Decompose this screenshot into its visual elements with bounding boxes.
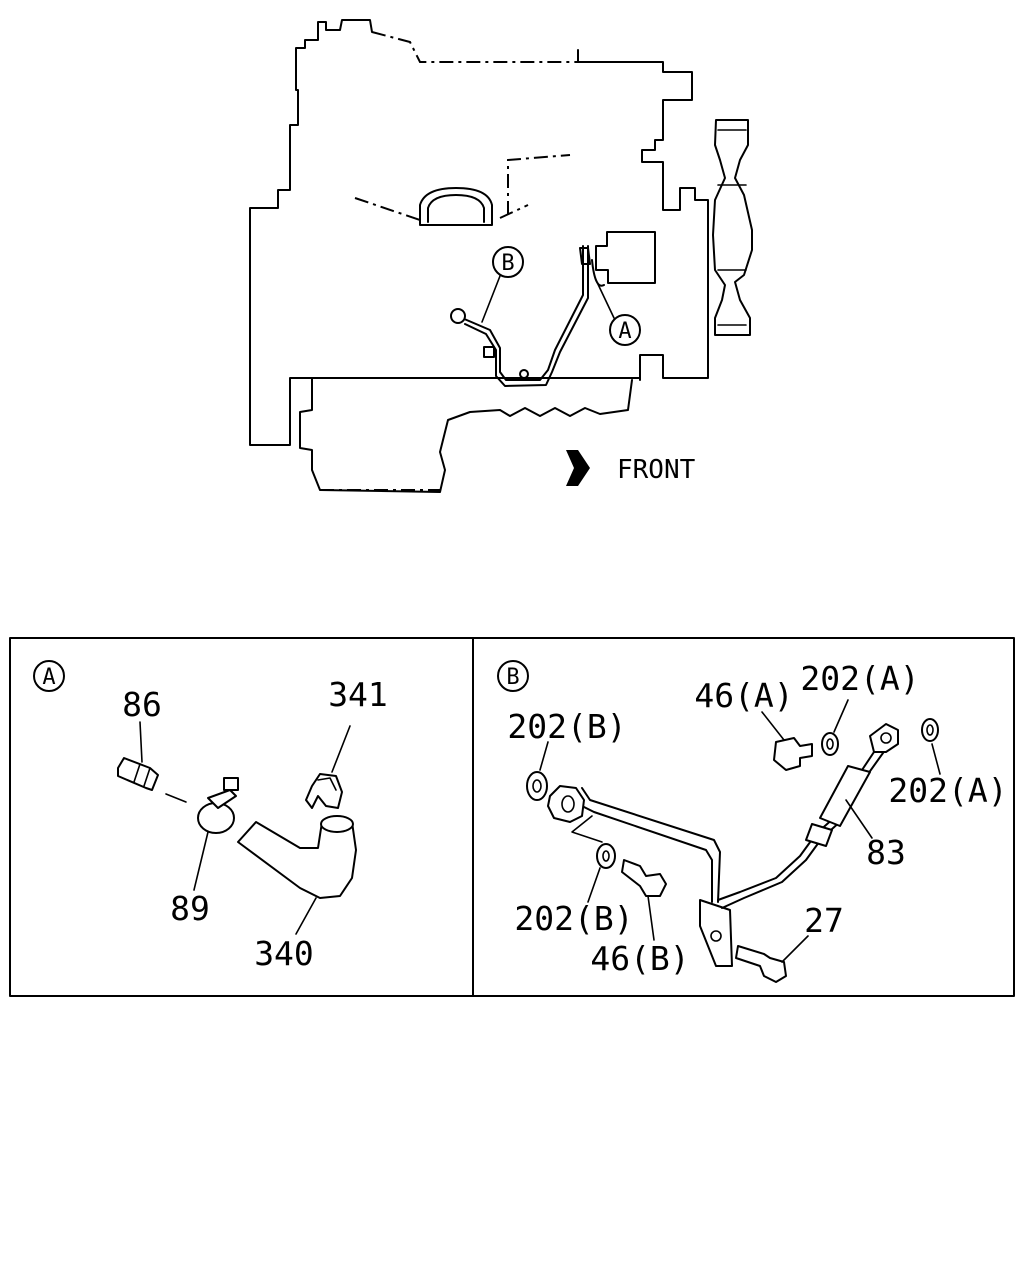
part-83-label: 83 <box>866 833 906 872</box>
part-202a-washer-right-hole <box>926 724 934 736</box>
part-340-hose-end <box>320 815 354 833</box>
part-89-label: 89 <box>170 889 210 928</box>
part-83-return-pipe <box>581 787 721 903</box>
part-83-banjo-hole <box>561 795 575 813</box>
panel-a-marker: A <box>42 665 55 690</box>
part-202b-washer-lower-hole <box>602 850 610 862</box>
cover-hidden-left <box>354 197 421 221</box>
oil-pan <box>299 377 633 493</box>
part-202a-washer-mid-hole <box>826 738 834 750</box>
part-202b-upper-label: 202(B) <box>507 707 626 746</box>
manifold-hidden <box>507 154 571 215</box>
part-341-detail <box>317 777 337 791</box>
oil-return-pipe <box>464 245 589 387</box>
eye-fitting <box>450 308 466 324</box>
valve-cover-arch <box>419 187 493 226</box>
part-83-sleeve <box>805 823 833 847</box>
callout-b-label: B <box>501 251 514 276</box>
part-89-clamp-ear <box>207 789 237 809</box>
part-86-fitting <box>117 757 159 791</box>
part-202b-lower-label: 202(B) <box>514 899 633 938</box>
hose-centerline <box>165 793 187 803</box>
panel-a: A 86 89 341 340 <box>33 660 388 973</box>
part-27-label: 27 <box>804 901 844 940</box>
cooling-fan <box>712 119 753 336</box>
part-202b-upper-leader <box>539 741 549 771</box>
part-89-clamp-screw <box>223 777 239 791</box>
part-202b-washer-upper-hole <box>532 779 542 793</box>
part-340-leader <box>295 897 317 935</box>
part-202a-washer-right <box>921 718 939 742</box>
part-46b-leader <box>647 895 655 941</box>
engine-block-outline <box>249 19 709 446</box>
part-202b-washer-lower <box>596 843 616 869</box>
part-202b-washer-upper <box>526 771 548 801</box>
panel-a-marker-circle <box>33 660 65 692</box>
callout-b-circle <box>492 246 524 278</box>
part-83-leader <box>845 799 873 839</box>
part-46a-bolt <box>773 737 813 771</box>
part-83-eye-hole <box>880 732 892 744</box>
part-340-hose <box>237 821 357 899</box>
engine-hidden-top <box>371 31 578 63</box>
panel-b-marker-circle <box>497 660 529 692</box>
turbocharger-outline <box>595 231 656 284</box>
front-arrow-icon <box>566 450 590 486</box>
part-202a-mid-label: 202(A) <box>800 659 919 698</box>
part-83-bracket <box>699 899 733 967</box>
part-202b-lower-leader <box>587 867 601 903</box>
oil-feed-pipe <box>461 245 584 381</box>
callout-b-leader <box>481 275 501 323</box>
panel-b-marker: B <box>506 665 519 690</box>
fan-blade-lines <box>717 129 747 326</box>
callout-a-label: A <box>618 319 631 344</box>
part-202b-zigzag <box>571 815 603 843</box>
part-340-label: 340 <box>254 934 314 973</box>
part-89-leader <box>193 831 209 891</box>
detail-panels-frame <box>9 637 1015 997</box>
part-86-leader <box>139 721 143 763</box>
part-202a-washer-mid <box>821 732 839 756</box>
cover-hidden-right <box>499 204 529 219</box>
part-86-detail <box>133 763 151 787</box>
part-341-leader <box>331 725 351 773</box>
mount-bracket <box>483 346 495 358</box>
part-202a-right-label: 202(A) <box>888 771 1007 810</box>
panel-b: B 202(B) 46(A) 202(A) 202(A) 83 <box>497 659 1008 983</box>
part-46a-leader <box>761 711 785 741</box>
part-89-clamp <box>197 802 235 834</box>
part-202a-right-leader <box>931 743 941 775</box>
part-83-bracket-hole <box>710 930 722 942</box>
part-83-hose-section <box>819 765 871 827</box>
part-27-bolt <box>735 945 787 983</box>
part-83-eye-fitting <box>869 723 899 753</box>
callout-a-leader <box>595 279 615 319</box>
part-83-banjo <box>547 785 585 823</box>
engine-overview: B A FRONT <box>249 19 753 493</box>
part-86-label: 86 <box>122 685 162 724</box>
part-46a-label: 46(A) <box>694 676 793 715</box>
front-label: FRONT <box>617 455 696 485</box>
pipe-clip <box>519 369 529 379</box>
part-341-label: 341 <box>328 675 388 714</box>
part-27-leader <box>781 935 809 963</box>
part-202a-mid-leader <box>833 699 849 733</box>
part-46b-label: 46(B) <box>590 939 689 978</box>
callout-a-circle <box>609 314 641 346</box>
part-46b-bolt <box>621 859 667 897</box>
